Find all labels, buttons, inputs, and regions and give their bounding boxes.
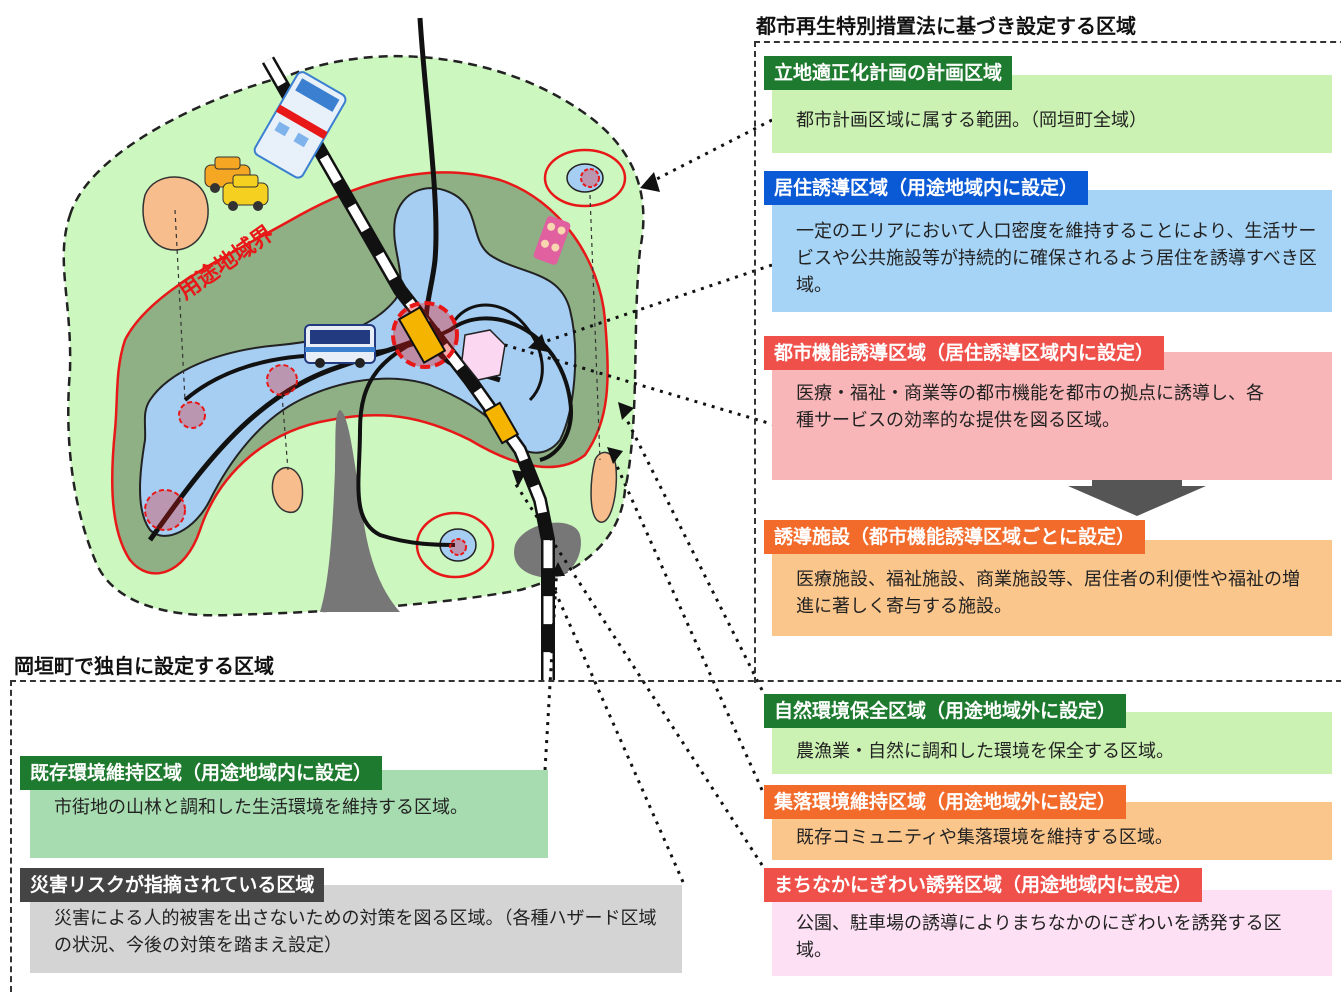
road-3 [356,328,456,547]
sub-hub-2 [178,401,206,429]
railway [261,56,555,680]
bus-icon [304,324,376,368]
arrowheads [512,172,660,576]
zone-desc: 一定のエリアにおいて人口密度を維持することにより、生活サービスや公共施設等が持続… [772,190,1332,312]
people-icon [533,216,571,265]
taxi-icon [204,156,269,211]
settlement-blob-3 [590,451,618,523]
zone-desc: 医療・福祉・商業等の都市機能を都市の拠点に誘導し、各種サービスの効率的な提供を図… [772,352,1332,480]
local-heading: 岡垣町で独自に設定する区域 [14,654,274,678]
zone-title: 立地適正化計画の計画区域 [764,56,1013,90]
sub-hub-5 [449,538,467,556]
zone-desc: 医療施設、福祉施設、商業施設等、居住者の利便性や福祉の増進に著しく寄与する施設。 [772,540,1332,636]
station-main [397,305,447,365]
zone-title: 自然環境保全区域（用途地域外に設定） [764,694,1127,728]
lively-zone-shape [461,329,506,381]
zone-title: 居住誘導区域（用途地域内に設定） [764,171,1089,205]
urban-renewal-heading: 都市再生特別措置法に基づき設定する区域 [756,14,1136,38]
zone-title: 誘導施設（都市機能誘導区域ごとに設定） [764,520,1146,554]
settlement-blob-2 [271,466,304,514]
train-icon [253,71,347,179]
sub-hub-3 [144,489,186,531]
zone-title: 災害リスクが指摘されている区域 [20,868,325,902]
road-2 [183,316,573,462]
zone-title: まちなかにぎわい誘発区域（用途地域内に設定） [764,868,1203,902]
sub-hub-1 [266,364,298,396]
road-5 [453,303,544,402]
zone-desc: 公園、駐車場の誘導によりまちなかのにぎわいを誘発する区域。 [772,890,1332,976]
sub-hub-4 [580,168,600,188]
urban-renewal-frame [754,41,1341,683]
settlement-zone-s [415,511,495,579]
station-sub [482,401,520,445]
leader-lines [504,118,776,883]
zone-title: 既存環境維持区域（用途地域内に設定） [20,756,383,790]
zone-title: 都市機能誘導区域（居住誘導区域内に設定） [764,336,1165,370]
zone-title: 集落環境維持区域（用途地域外に設定） [764,785,1127,819]
settlement-zone-ne [543,148,627,208]
local-frame [10,680,1341,992]
